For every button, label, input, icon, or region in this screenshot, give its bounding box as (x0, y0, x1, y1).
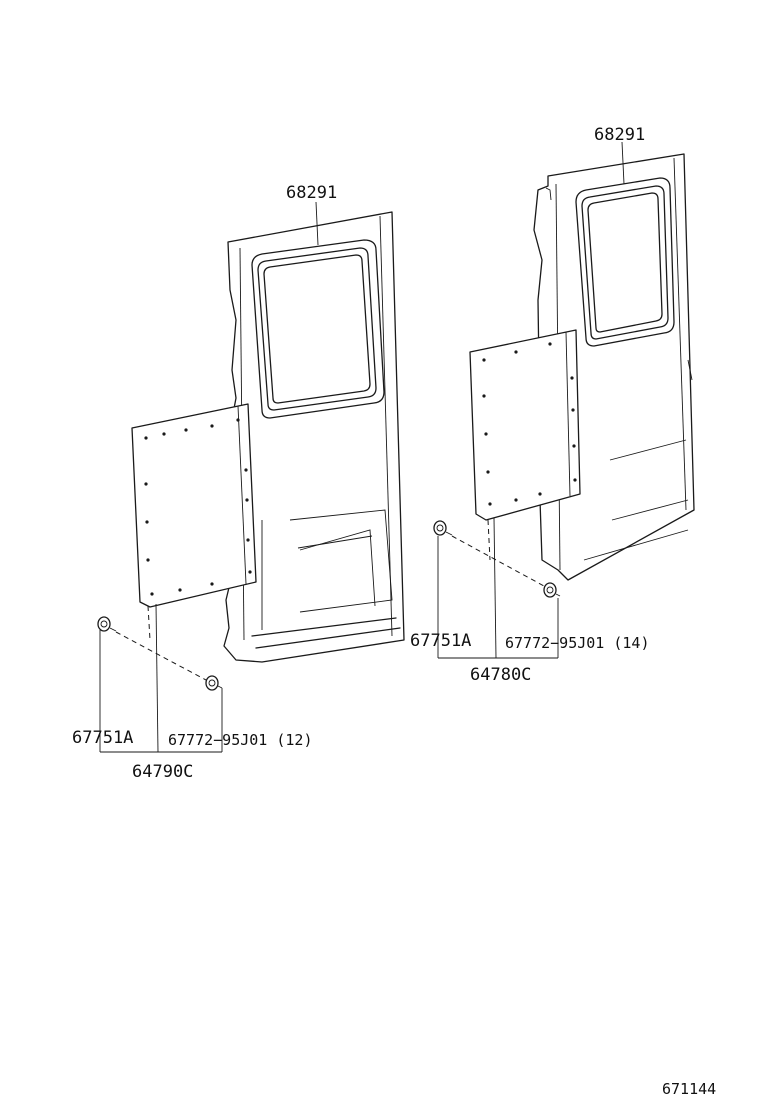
right-door-assembly: 68291 67751A 67772−95J01 (14) 64780C (410, 125, 695, 685)
left-door-shell (223, 211, 405, 663)
left-door-assembly: 68291 67751A 67772−95J01 (12) 64790C (72, 183, 405, 782)
left-clip-a-part-label: 67751A (72, 728, 133, 748)
right-board-fastener-holes (482, 342, 577, 506)
left-leader-lines (99, 201, 319, 753)
left-glass-part-label: 68291 (286, 183, 337, 203)
left-clip-67772 (205, 675, 223, 691)
left-door-window-glass (251, 239, 385, 419)
right-clip-67751A (433, 520, 453, 536)
left-clip-67751A (97, 616, 117, 632)
left-board-part-label: 64790C (132, 762, 193, 782)
right-clip-a-part-label: 67751A (410, 631, 471, 651)
left-board-fastener-holes (144, 418, 252, 596)
left-door-trim-board (131, 403, 257, 608)
right-door-trim-board (469, 329, 581, 521)
right-door-window-glass (575, 177, 675, 347)
right-leader-lines (437, 141, 625, 659)
figure-code: 671144 (662, 1080, 716, 1098)
right-glass-part-label: 68291 (594, 125, 645, 145)
right-clip-b-part-label: 67772−95J01 (14) (505, 634, 650, 652)
right-clip-67772 (543, 582, 561, 598)
left-clip-b-part-label: 67772−95J01 (12) (168, 731, 313, 749)
right-board-part-label: 64780C (470, 665, 531, 685)
